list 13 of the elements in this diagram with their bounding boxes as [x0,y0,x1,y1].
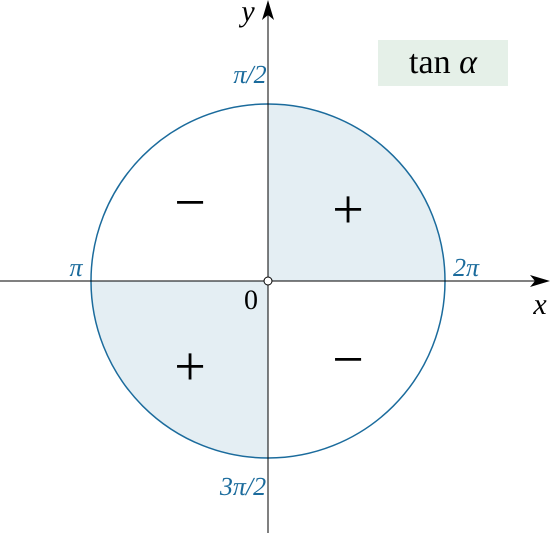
formula-box [378,40,508,86]
angle-label: 3π/2 [220,474,266,500]
sign-label: − [174,175,206,231]
sign-label: − [332,332,364,388]
angle-label: π [69,255,83,281]
formula-label: tan α [409,44,477,82]
sign-label: + [174,339,206,395]
origin-label: 0 [244,287,258,315]
axis-label: y [241,0,255,27]
sign-label: + [332,182,364,238]
angle-label: 2π [452,255,480,281]
angle-label: π/2 [233,62,267,88]
axis-label: x [533,290,547,320]
